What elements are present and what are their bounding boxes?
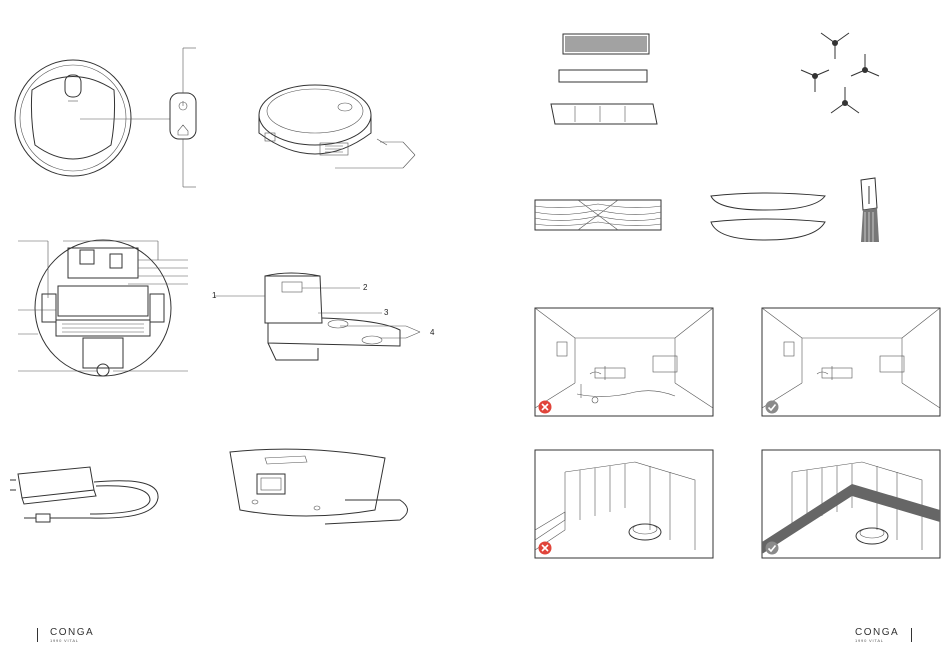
mop-pads-figure (705, 190, 835, 245)
cross-icon (538, 400, 552, 414)
right-page: CONGA 1990 VITAL (475, 0, 950, 651)
left-page: 1 2 3 4 CONGA 1990 VITAL (0, 0, 475, 651)
footer-divider (911, 628, 912, 642)
footer-right: CONGA 1990 VITAL (855, 627, 912, 643)
check-icon (765, 541, 779, 555)
footer-brand: CONGA (855, 627, 899, 638)
station-callout-2: 2 (363, 283, 367, 292)
footer-model: 1990 VITAL (855, 638, 899, 643)
main-brush-figure (533, 198, 663, 233)
footer-model: 1990 VITAL (50, 638, 94, 643)
cleaning-brush-tool-figure (853, 176, 893, 246)
robot-bottom-view-figure (18, 238, 198, 393)
power-adapter-figure (10, 462, 175, 532)
cross-icon (538, 541, 552, 555)
stairs-protected-figure (762, 450, 942, 560)
check-icon (765, 400, 779, 414)
side-brushes-figure (795, 28, 895, 128)
station-base-figure (225, 440, 425, 530)
room-cluttered-figure (535, 308, 715, 418)
footer-left: CONGA 1990 VITAL (37, 627, 94, 643)
station-callout-1: 1 (212, 291, 216, 300)
robot-top-view-figure (10, 45, 210, 190)
station-callout-3: 3 (384, 308, 388, 317)
stairs-unprotected-figure (535, 450, 715, 560)
footer-brand: CONGA (50, 627, 94, 638)
robot-perspective-figure (255, 75, 425, 175)
footer-divider (37, 628, 38, 642)
station-callout-4: 4 (430, 328, 434, 337)
charging-station-figure (210, 268, 450, 368)
hepa-filter-figure (545, 32, 675, 132)
room-tidy-figure (762, 308, 942, 418)
